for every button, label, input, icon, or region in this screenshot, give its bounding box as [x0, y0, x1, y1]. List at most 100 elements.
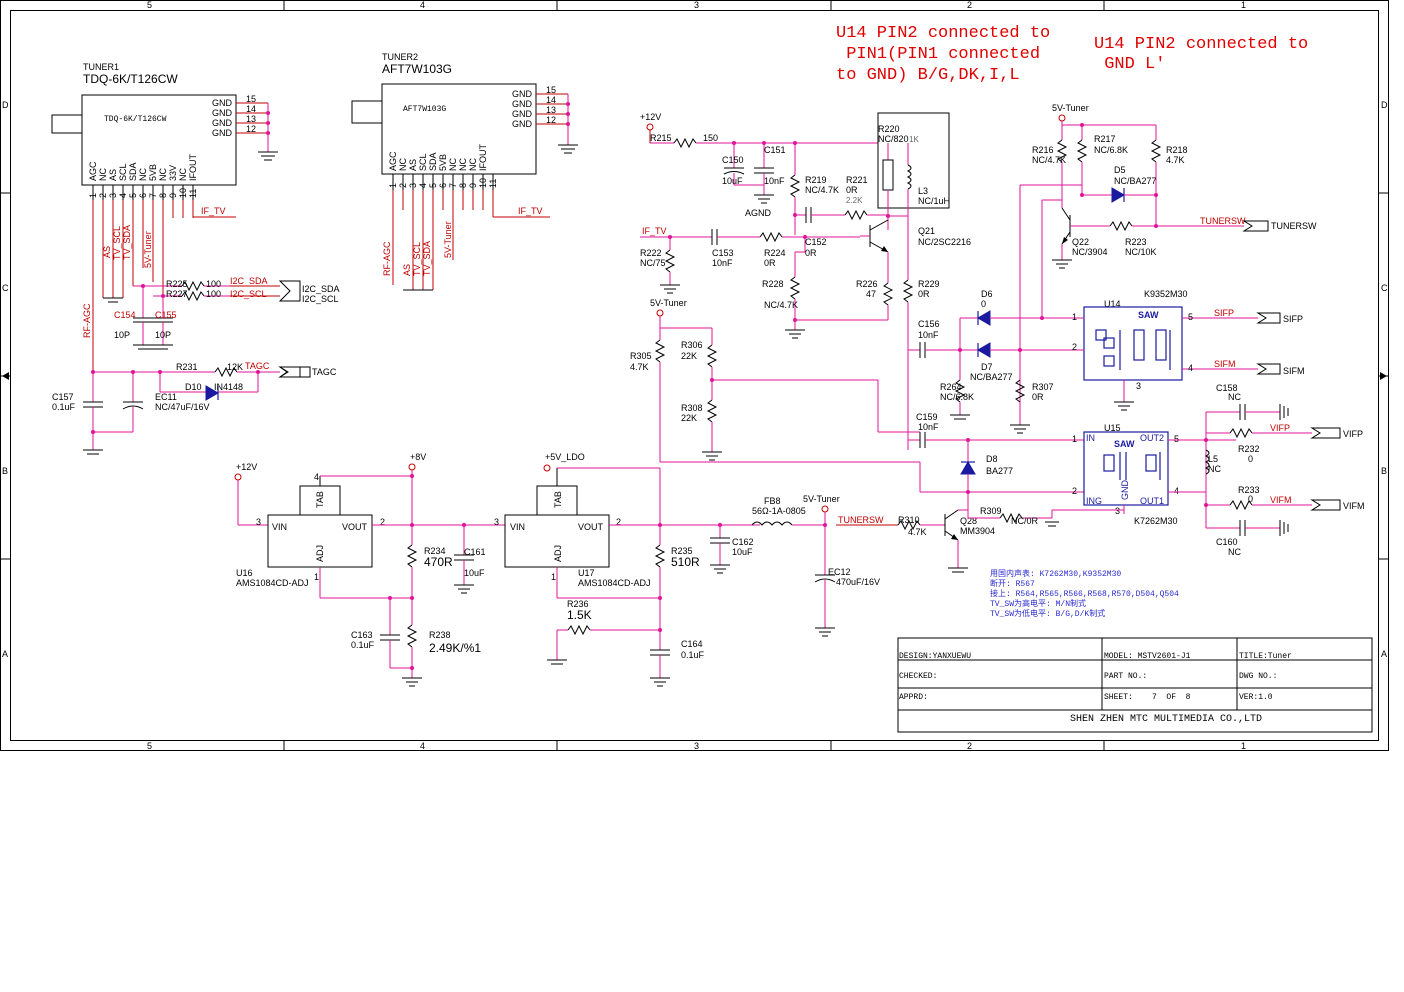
r220-alt: 1K — [909, 135, 919, 144]
r233-ref: R233 — [1238, 485, 1260, 495]
tuner2-pin-label: SCL — [418, 153, 428, 171]
r216-ref: R216 — [1032, 145, 1054, 155]
u14-saw: U14 K9352M30 SAW 1 2 5 4 3 SIFP SIFM SIF… — [1000, 289, 1305, 411]
r215-ref: R215 — [650, 133, 672, 143]
note-u14-gnd: U14 PIN2 connected to GND L' — [1094, 35, 1308, 74]
u14-pin4: 4 — [1188, 363, 1193, 373]
net-as-1: AS — [102, 246, 112, 258]
tuner1-pin-label: IFOUT — [188, 154, 198, 181]
u14-ref: U14 — [1104, 299, 1121, 309]
q22-ref: Q22 — [1072, 237, 1089, 247]
u16-pin4: 4 — [314, 472, 319, 482]
tb-model: MODEL: MSTV2601-J1 — [1104, 652, 1191, 661]
tuner2-pin-label: NC — [458, 158, 468, 171]
q28-ref: Q28 — [960, 516, 977, 526]
tuner1-pin-label: 5VB — [148, 164, 158, 181]
r223-ref: R223 — [1125, 237, 1147, 247]
u14-pin2: 2 — [1072, 342, 1077, 352]
net-as-2: AS — [402, 264, 412, 276]
u16-vout: VOUT — [342, 522, 368, 532]
r222-ref: R222 — [640, 248, 662, 258]
svg-text:U14 PIN2 connected to: U14 PIN2 connected to — [836, 24, 1050, 43]
tuner2-gnd-pin: 12 — [546, 115, 556, 125]
port-i2c-sda[interactable]: I2C_SDA — [302, 284, 340, 294]
port-vifp[interactable]: VIFP — [1343, 429, 1363, 439]
q28-val: MM3904 — [960, 526, 995, 536]
port-sifm[interactable]: SIFM — [1283, 366, 1305, 376]
d10-val: IN4148 — [214, 382, 243, 392]
tuner2-pin-label: AGC — [388, 151, 398, 171]
u16-vin: VIN — [272, 522, 287, 532]
col-label-5: 5 — [147, 0, 152, 10]
port-sifp[interactable]: SIFP — [1283, 314, 1303, 324]
net-5v-tuner-3: 5V-Tuner — [1052, 103, 1089, 113]
r234-val: 470R — [424, 555, 453, 569]
u15-ing: ING — [1086, 496, 1102, 506]
tuner1-gnd-pin: 14 — [246, 104, 256, 114]
net-5v-tuner-1: 5V-Tuner — [143, 231, 153, 268]
row-label-a2: A — [1381, 649, 1387, 659]
q21-val: NC/2SC2216 — [918, 237, 971, 247]
u16-pin2: 2 — [380, 517, 385, 527]
net-agnd: AGND — [745, 208, 772, 218]
tuner1-gnd-pin: 15 — [246, 94, 256, 104]
port-vifm[interactable]: VIFM — [1343, 501, 1365, 511]
c156-val: 10nF — [918, 330, 939, 340]
col-label-3b: 3 — [694, 741, 699, 751]
tuner1-pin-label: NC — [138, 168, 148, 181]
r221-ref: R221 — [846, 175, 868, 185]
net-rf-agc-2: RF-AGC — [382, 241, 392, 276]
c161-val: 10uF — [464, 568, 485, 578]
r307-ref: R307 — [1032, 382, 1054, 392]
ec12-val: 470uF/16V — [836, 577, 880, 587]
r308-val: 22K — [681, 413, 697, 423]
port-tunersw[interactable]: TUNERSW — [1271, 221, 1317, 231]
r310-ref: R310 — [898, 515, 920, 525]
c163-val: 0.1uF — [351, 640, 375, 650]
tuner1-pin-label: NC — [98, 168, 108, 181]
u15-ref: U15 — [1104, 423, 1121, 433]
c152-ref: C152 — [805, 237, 827, 247]
u16-pin1: 1 — [314, 572, 319, 582]
r229-val: 0R — [918, 289, 930, 299]
r216-val: NC/4.7K — [1032, 155, 1066, 165]
row-label-a: A — [2, 649, 8, 659]
r310-val: 4.7K — [908, 527, 927, 537]
svg-text:TV_SW为低电平: B/G,D/K制式: TV_SW为低电平: B/G,D/K制式 — [990, 608, 1105, 619]
r233-val: 0 — [1248, 494, 1253, 504]
net-rf-agc-1: RF-AGC — [82, 303, 92, 338]
q21-ref: Q21 — [918, 226, 935, 236]
r232-ref: R232 — [1238, 444, 1260, 454]
port-tagc[interactable]: TAGC — [312, 367, 337, 377]
c160-val: NC — [1228, 547, 1241, 557]
r236-ref: R236 — [567, 599, 589, 609]
net-sifm: SIFM — [1214, 359, 1236, 369]
net-5v-tuner-5: 5V-Tuner — [803, 494, 840, 504]
tuner1-pin-label: AGC — [88, 161, 98, 181]
u16-val: AMS1084CD-ADJ — [236, 578, 309, 588]
port-i2c-scl[interactable]: I2C_SCL — [302, 294, 339, 304]
row-label-d2: D — [1381, 100, 1388, 110]
u17-vout: VOUT — [578, 522, 604, 532]
col-label-4b: 4 — [420, 741, 425, 751]
tuner2-pin-label: NC — [468, 158, 478, 171]
svg-text:TV_SW为高电平: M/N制式: TV_SW为高电平: M/N制式 — [990, 598, 1086, 609]
r235-ref: R235 — [671, 546, 693, 556]
d10-ref: D10 — [185, 382, 202, 392]
l5-ref: L5 — [1208, 454, 1218, 464]
tb-title: TITLE:Tuner — [1239, 652, 1292, 661]
c157-ref: C157 — [52, 392, 74, 402]
tuner2-gnd-label: GND — [512, 99, 533, 109]
col-label-1: 1 — [1241, 0, 1246, 10]
tuner1-pin-label: AS — [108, 169, 118, 181]
c159-ref: C159 — [916, 412, 938, 422]
net-i2c-sda: I2C_SDA — [230, 276, 268, 286]
r224-ref: R224 — [764, 248, 786, 258]
q22-val: NC/3904 — [1072, 247, 1108, 257]
r232-val: 0 — [1248, 454, 1253, 464]
u17-val: AMS1084CD-ADJ — [578, 578, 651, 588]
tuner2-gnd-label: GND — [512, 89, 533, 99]
net-tv-sda-1: TV_SDA — [122, 225, 132, 260]
